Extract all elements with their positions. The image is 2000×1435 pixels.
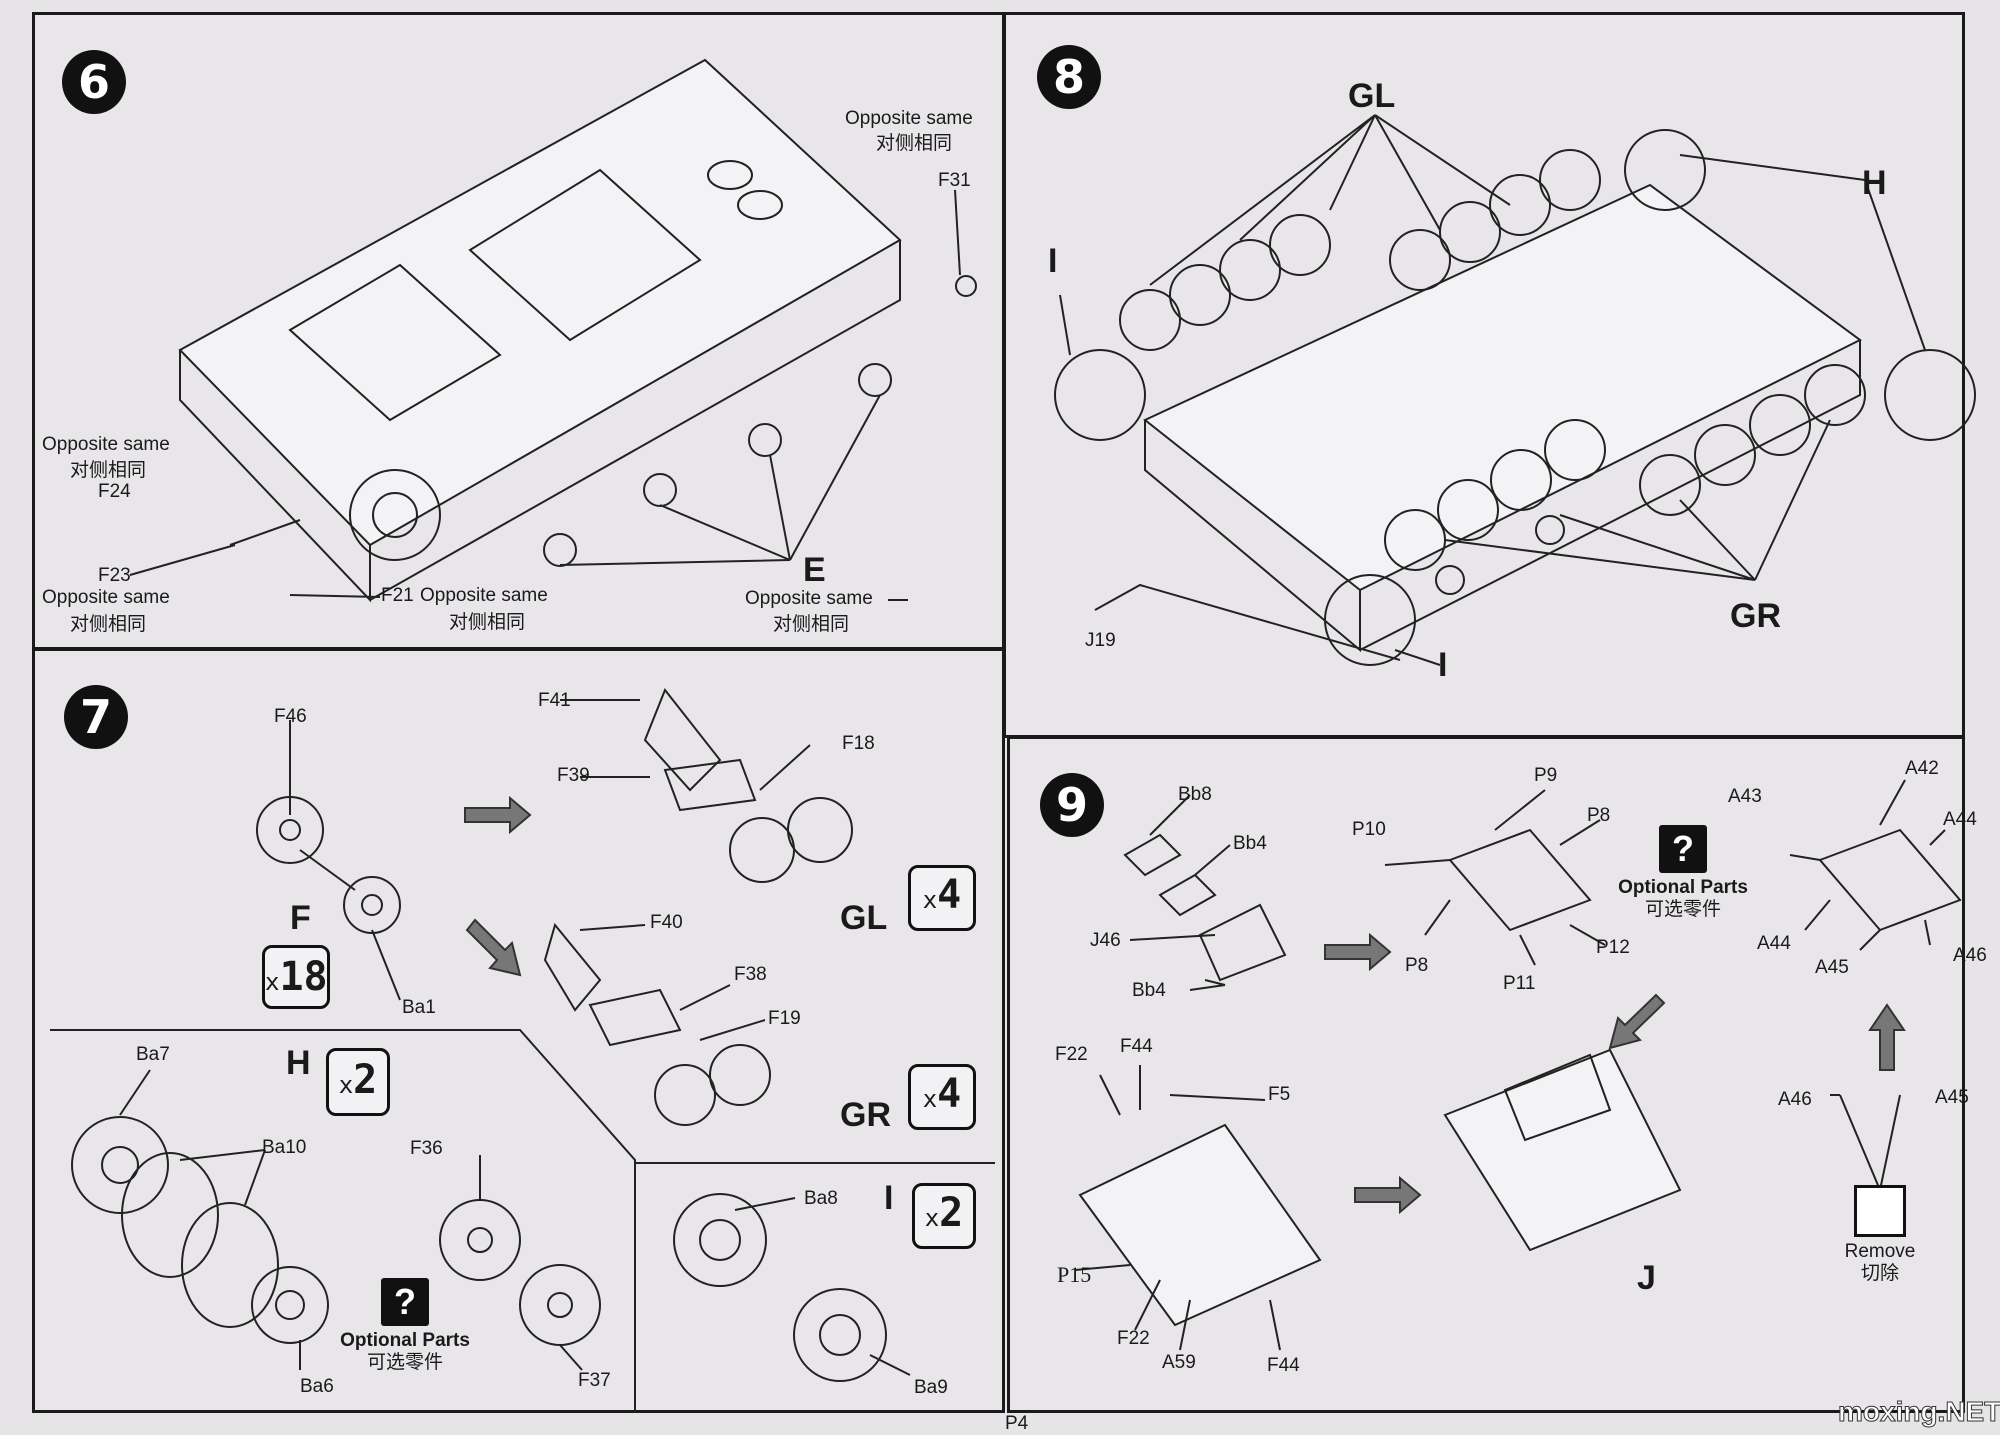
part-label-a43: A43 xyxy=(1728,786,1762,807)
part-label-p11: P11 xyxy=(1503,973,1536,994)
step8-number: 8 xyxy=(1037,45,1101,109)
part-label-bb4: Bb4 xyxy=(1132,980,1166,1001)
part-group-h: H xyxy=(286,1044,311,1082)
quantity-gl: x4 xyxy=(908,865,976,931)
part-label-p10: P10 xyxy=(1352,819,1386,840)
part-label-f36: F36 xyxy=(410,1138,443,1159)
opposite-same-zh-label: 对侧相同 xyxy=(773,614,850,635)
step6-number: 6 xyxy=(62,50,126,114)
part-label-ba1: Ba1 xyxy=(402,997,436,1018)
cutter-icon xyxy=(1854,1185,1906,1237)
part-label-f38: F38 xyxy=(734,964,767,985)
part-label-a44: A44 xyxy=(1943,809,1977,830)
remove-note: Remove 切除 xyxy=(1838,1185,1922,1285)
hull-drawing-step6 xyxy=(178,58,902,603)
part-label-f22: F22 xyxy=(1117,1328,1150,1349)
part-group-i: I xyxy=(884,1179,894,1217)
part-label-p8: P8 xyxy=(1405,955,1429,976)
part-label-a46: A46 xyxy=(1778,1089,1812,1110)
wheel-drawings-step7 xyxy=(50,688,995,1413)
part-label-f24: F24 xyxy=(98,481,131,502)
part-group-i: I xyxy=(1048,242,1058,280)
part-label-bb8: Bb8 xyxy=(1178,784,1212,805)
part-label-a46: A46 xyxy=(1953,945,1987,966)
quantity-gr: x4 xyxy=(908,1064,976,1130)
part-label-f46: F46 xyxy=(274,706,307,727)
question-icon: ? xyxy=(1659,825,1707,873)
part-label-f19: F19 xyxy=(768,1008,801,1029)
question-icon: ? xyxy=(381,1278,429,1326)
track-drawings-step9 xyxy=(1074,779,1962,1351)
opposite-same-label: Opposite same xyxy=(42,587,170,608)
part-group-gl: GL xyxy=(1348,77,1396,115)
part-label-f37: F37 xyxy=(578,1370,611,1391)
opposite-same-zh-label: 对侧相同 xyxy=(70,614,147,635)
part-label-a44: A44 xyxy=(1757,933,1791,954)
part-label-a45: A45 xyxy=(1935,1087,1969,1108)
part-label-a42: A42 xyxy=(1905,758,1939,779)
part-label-f31: F31 xyxy=(938,170,971,191)
part-label-a45: A45 xyxy=(1815,957,1849,978)
opposite-same-zh-label: 对侧相同 xyxy=(70,460,147,481)
step7-number: 7 xyxy=(64,685,128,749)
quantity-h: x2 xyxy=(326,1048,390,1116)
hull-drawing-step8 xyxy=(1143,183,1862,653)
watermark: moxing.NET xyxy=(1837,1396,2000,1428)
part-label-f21: F21 xyxy=(381,585,414,606)
part-label-j19: J19 xyxy=(1085,630,1116,651)
step9-number: 9 xyxy=(1040,773,1104,837)
part-label-ba9: Ba9 xyxy=(914,1377,948,1398)
part-label-f44: F44 xyxy=(1267,1355,1300,1376)
optional-parts-note: ? Optional Parts 可选零件 xyxy=(330,1278,480,1374)
part-group-f: F xyxy=(290,899,311,937)
part-label-p12: P12 xyxy=(1596,937,1630,958)
opposite-same-zh-label: 对侧相同 xyxy=(449,612,526,633)
part-label-f23: F23 xyxy=(98,565,131,586)
part-label-f41: F41 xyxy=(538,690,571,711)
part-label-ba7: Ba7 xyxy=(136,1044,170,1065)
part-label-ba10: Ba10 xyxy=(262,1137,307,1158)
part-label-ba8: Ba8 xyxy=(804,1188,838,1209)
opposite-same-label: Opposite same xyxy=(42,434,170,455)
part-label-f44: F44 xyxy=(1120,1036,1153,1057)
part-label-f5: F5 xyxy=(1268,1084,1291,1105)
part-label-f22: F22 xyxy=(1055,1044,1088,1065)
quantity-i: x2 xyxy=(912,1183,976,1249)
part-group-j: J xyxy=(1637,1259,1656,1297)
part-label-p8: P8 xyxy=(1587,805,1611,826)
track-wheels-step8 xyxy=(1054,129,1976,666)
part-label-p15: P15 xyxy=(1057,1262,1092,1287)
part-group-gr: GR xyxy=(840,1096,891,1134)
process-arrows xyxy=(464,795,1906,1215)
part-label-f18: F18 xyxy=(842,733,875,754)
part-label-f40: F40 xyxy=(650,912,683,933)
opposite-same-label: Opposite same xyxy=(745,588,873,609)
road-wheels-step6 xyxy=(543,275,977,567)
part-group-gr: GR xyxy=(1730,597,1781,635)
opposite-same-label: Opposite same xyxy=(420,585,548,606)
opposite-same-zh-label: 对侧相同 xyxy=(876,133,953,154)
optional-parts-note: ? Optional Parts 可选零件 xyxy=(1608,825,1758,921)
part-group-i: I xyxy=(1438,646,1448,684)
part-label-ba6: Ba6 xyxy=(300,1376,334,1397)
part-label-p9: P9 xyxy=(1534,765,1558,786)
part-group-e: E xyxy=(803,551,826,589)
quantity-f: x18 xyxy=(262,945,330,1009)
part-label-f39: F39 xyxy=(557,765,590,786)
part-label-bb4: Bb4 xyxy=(1233,833,1267,854)
part-group-gl: GL xyxy=(840,899,888,937)
part-group-h: H xyxy=(1862,164,1887,202)
part-label-a59: A59 xyxy=(1162,1352,1196,1373)
part-label-j46: J46 xyxy=(1090,930,1121,951)
page-number: P4 xyxy=(1005,1413,1029,1434)
opposite-same-label: Opposite same xyxy=(845,108,973,129)
